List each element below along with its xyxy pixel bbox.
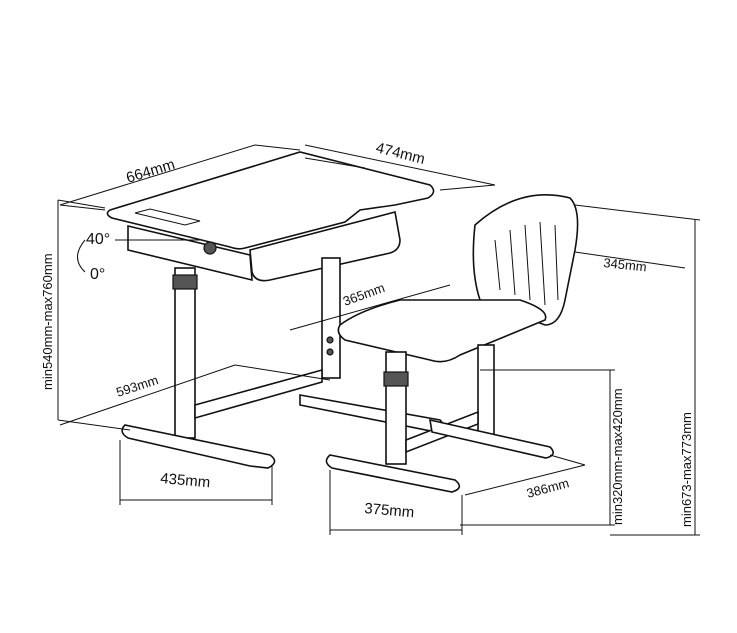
tilt-arc-icon [77, 239, 86, 273]
backrest-width-label: 345mm [603, 255, 648, 274]
desk-depth-label: 474mm [374, 139, 427, 168]
desk-leg-depth-label: 593mm [114, 372, 160, 400]
desk-drawing [106, 151, 444, 469]
desk-right-foot [299, 394, 444, 433]
desk-left-foot [121, 424, 276, 469]
desk-left-leg [174, 267, 196, 439]
desk-drawer [249, 211, 401, 282]
seat-height-label: min320mm-max420mm [610, 388, 625, 525]
chair-rear-foot [429, 418, 554, 459]
tilt-min-label: 0° [90, 266, 105, 283]
chair-front-foot [325, 454, 461, 493]
desk-height-label: min540mm-max760mm [40, 253, 55, 390]
chair-seat [337, 299, 547, 363]
chair-backrest [472, 194, 579, 326]
dimension-lines [57, 144, 701, 536]
chair-post [385, 351, 407, 465]
chair-total-height-label: min673-max773mm [679, 412, 694, 527]
desk-tabletop [106, 151, 435, 250]
chair-base-width-label: 375mm [364, 500, 415, 521]
chair-base-depth-label: 386mm [525, 475, 571, 501]
desk-width-label: 664mm [124, 156, 177, 187]
chair-rear-post [477, 344, 495, 438]
tilt-max-label: 40° [86, 231, 110, 248]
tilt-knob [203, 241, 217, 255]
desk-base-width-label: 435mm [160, 470, 211, 491]
chair-drawing [325, 194, 579, 493]
